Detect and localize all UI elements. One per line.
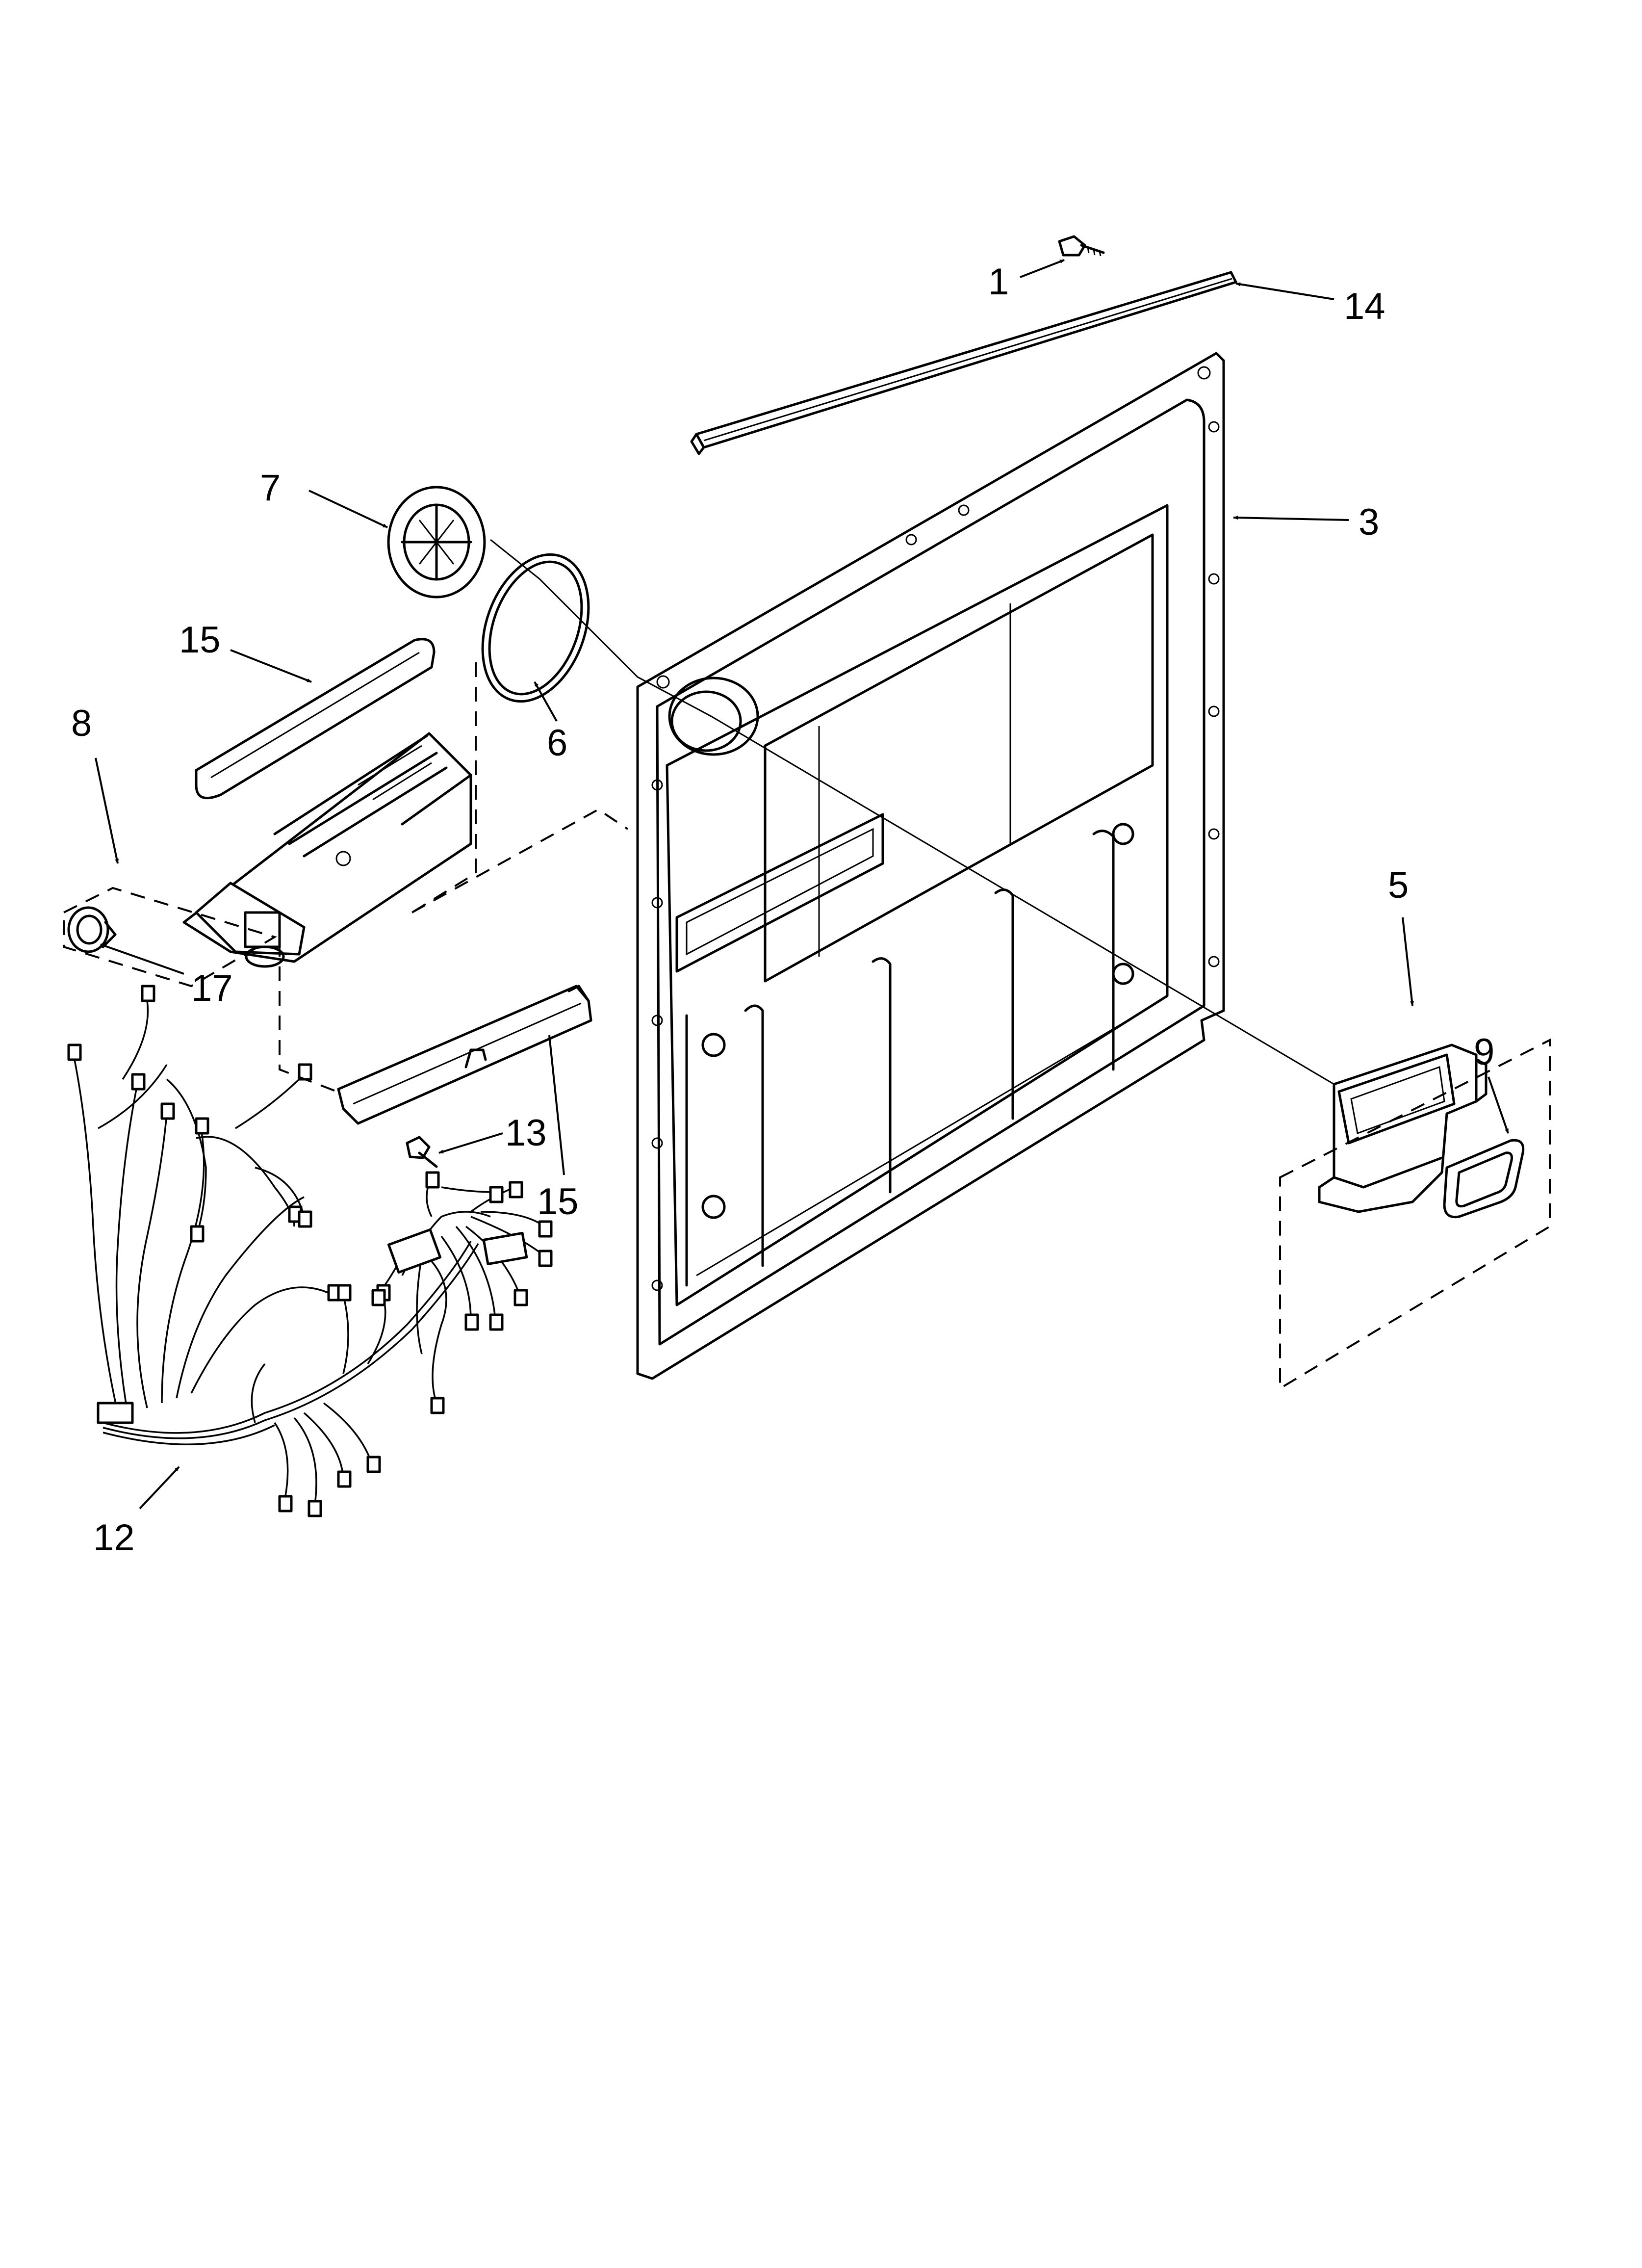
wiring-harness xyxy=(67,985,553,1517)
leader-6 xyxy=(534,681,558,722)
leader-17 xyxy=(100,943,184,975)
callout-15-bottom: 15 xyxy=(537,1181,579,1223)
leader-15-top xyxy=(230,649,312,683)
leader-5 xyxy=(1402,917,1414,1006)
leader-9 xyxy=(1488,1076,1509,1134)
callout-3: 3 xyxy=(1359,501,1379,543)
callout-8: 8 xyxy=(71,703,92,744)
screw-13 xyxy=(406,1136,438,1168)
callout-13: 13 xyxy=(505,1112,547,1154)
vent-fan-assembly xyxy=(1318,1043,1488,1213)
vent-grille xyxy=(387,486,486,599)
vent-gasket xyxy=(481,553,590,703)
dispenser-cover-top xyxy=(195,638,436,800)
leader-7 xyxy=(308,490,388,528)
callout-9: 9 xyxy=(1474,1031,1494,1073)
callout-14: 14 xyxy=(1344,286,1385,327)
callout-15-top: 15 xyxy=(179,619,221,661)
leader-13 xyxy=(438,1132,503,1154)
detergent-dispenser xyxy=(182,732,472,968)
door-top-trim xyxy=(690,271,1237,455)
dispenser-knob xyxy=(67,906,117,953)
leader-8 xyxy=(95,757,119,864)
assembly-dashed-lines xyxy=(63,539,1551,1390)
leader-14 xyxy=(1235,282,1334,300)
callout-7: 7 xyxy=(260,467,281,509)
leader-15-bottom xyxy=(547,1035,565,1175)
vent-seal xyxy=(1443,1139,1525,1219)
callouts: 1 14 3 7 15 6 8 17 5 9 13 15 12 xyxy=(71,259,1509,1559)
callout-6: 6 xyxy=(547,722,567,764)
callout-5: 5 xyxy=(1388,864,1409,906)
leader-12 xyxy=(139,1466,180,1510)
callout-17: 17 xyxy=(191,967,233,1009)
callout-12: 12 xyxy=(93,1517,135,1559)
leader-1 xyxy=(1020,259,1065,278)
bracket-bottom xyxy=(337,985,592,1125)
leader-3 xyxy=(1233,516,1349,521)
callout-1: 1 xyxy=(988,261,1009,303)
screw-1 xyxy=(1058,235,1105,257)
inner-door-panel xyxy=(636,352,1225,1380)
